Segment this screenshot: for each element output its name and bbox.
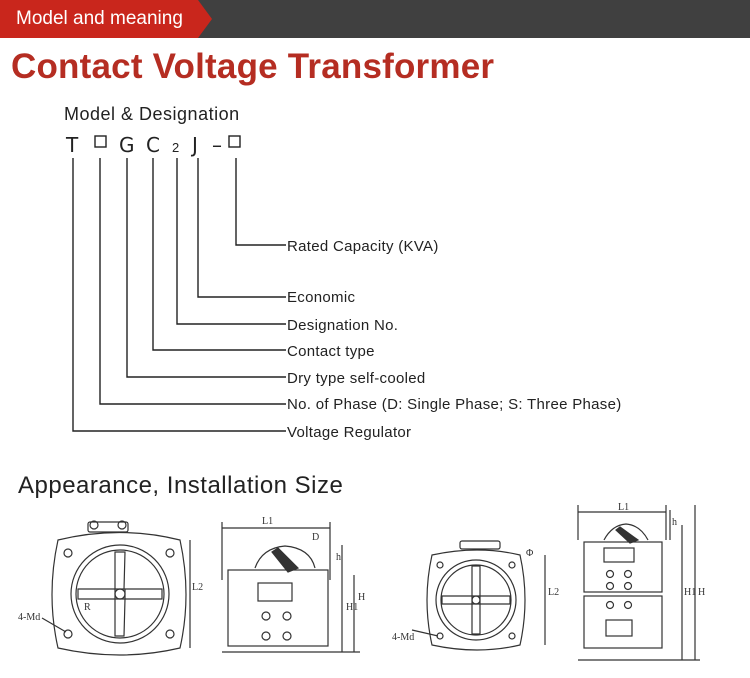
top-bar: Model and meaning (0, 0, 750, 38)
label-designation-no: Designation No. (287, 317, 399, 334)
line-no-of-phase (99, 158, 286, 405)
dim-l2-a: L2 (192, 582, 203, 593)
model-heading: Model & Designation (64, 104, 240, 124)
label-voltage-regulator: Voltage Regulator (287, 424, 412, 441)
dim-phi: Φ (526, 548, 533, 559)
capacity-box-icon (228, 135, 241, 148)
single-phase-side-view (221, 522, 360, 653)
line-voltage-regulator (72, 158, 286, 432)
dim-l1-a: L1 (262, 516, 273, 527)
dim-l2-b: L2 (548, 587, 559, 598)
label-dry-type: Dry type self-cooled (287, 370, 426, 387)
line-economic (197, 158, 286, 298)
code-letter-c: C (146, 133, 160, 157)
dim-h1-b: H1 (684, 587, 696, 598)
line-contact-type (152, 158, 286, 351)
dim-h-a: H (358, 592, 365, 603)
three-phase-front-view (411, 540, 546, 651)
dim-h-small-a: h (336, 552, 341, 563)
code-dash: – (212, 133, 222, 157)
label-no-of-phase: No. of Phase (D: Single Phase; S: Three … (287, 396, 622, 413)
dim-r: R (84, 602, 91, 613)
dim-h-b: H (698, 587, 705, 598)
single-phase-front-view (41, 520, 191, 656)
page-title: Contact Voltage Transformer (11, 47, 495, 86)
code-subscript-2: 2 (172, 140, 180, 155)
appearance-heading: Appearance, Installation Size (18, 472, 344, 499)
label-contact-type: Contact type (287, 343, 375, 360)
line-dry-type (126, 158, 286, 378)
code-letter-t: T (66, 133, 79, 157)
code-letter-g: G (119, 133, 135, 157)
code-letter-j: J (192, 133, 198, 157)
section-tab[interactable]: Model and meaning (0, 0, 212, 38)
dim-l1-b: L1 (618, 502, 629, 513)
dim-h-small-b: h (672, 517, 677, 528)
line-designation-no (176, 158, 286, 325)
label-rated-capacity: Rated Capacity (KVA) (287, 238, 439, 255)
phase-box-icon (94, 135, 107, 148)
line-rated-capacity (235, 158, 286, 246)
dim-d: D (312, 532, 319, 543)
dim-md-a: 4-Md (18, 612, 40, 623)
dim-md-b: 4-Md (392, 632, 414, 643)
three-phase-side-view (577, 505, 700, 661)
label-economic: Economic (287, 289, 356, 306)
dim-h1-a: H1 (346, 602, 358, 613)
